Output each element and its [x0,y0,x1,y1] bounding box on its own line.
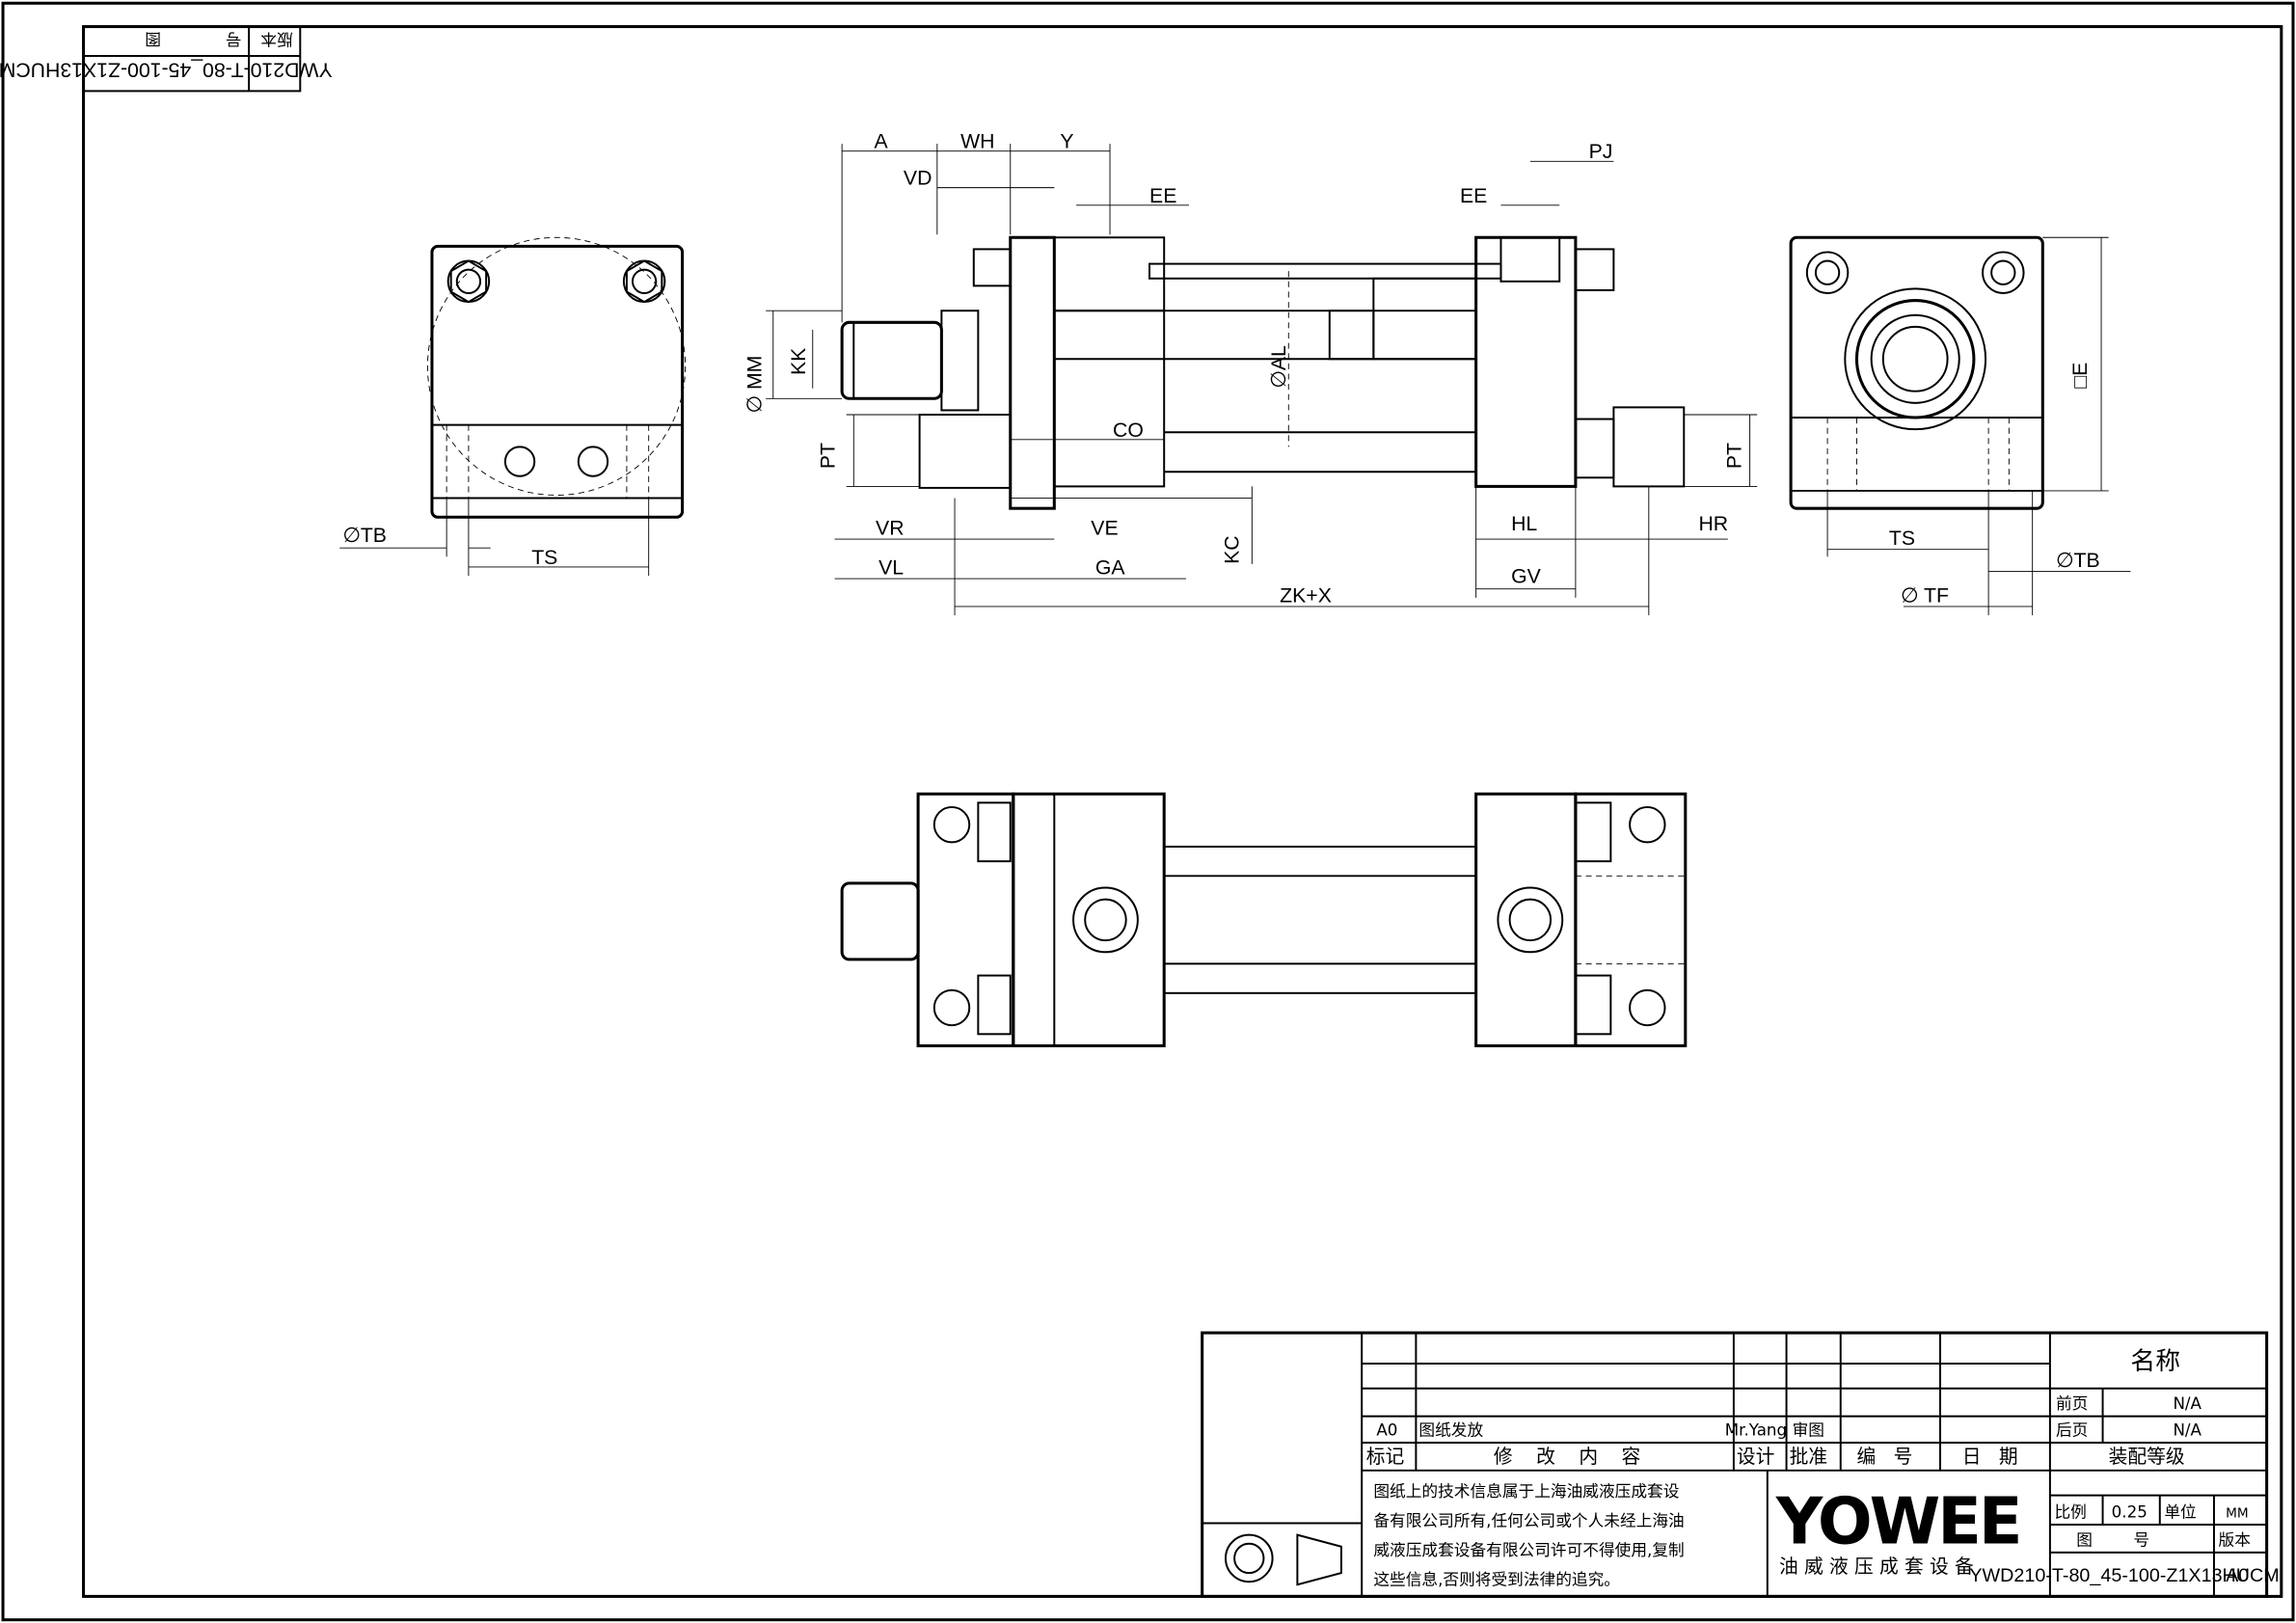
dim-ve: VE [1091,517,1118,540]
dim-hr: HR [1698,512,1728,535]
dim-y: Y [1060,130,1073,153]
left-end-view [339,236,687,577]
stamp-label-no: 号 [226,30,242,49]
stamp-label-fig: 图 [145,30,161,49]
revision-designer: Mr.Yang [1725,1420,1787,1439]
next-page-label: 后页 [2056,1420,2088,1439]
next-page-value: N/A [2173,1420,2201,1439]
right-end-view [1789,235,2131,616]
header-number: 编 号 [1856,1446,1918,1468]
dim-pt-left: PT [817,443,840,469]
side-section-view [766,144,1758,616]
dim-hl: HL [1511,512,1537,535]
company-name: 油 威 液 压 成 套 设 备 [1779,1555,1974,1578]
scale-value: 0.25 [2112,1501,2147,1521]
notice-line-1: 图纸上的技术信息属于上海油威液压成套设 [1373,1481,1679,1501]
dim-ts-right: TS [1889,527,1915,550]
projection-symbol-cone-icon [1296,1533,1342,1586]
stamp-label-ver: 版本 [260,30,293,49]
revision-review: 审图 [1793,1420,1824,1439]
prev-page-value: N/A [2173,1393,2201,1413]
prev-page-label: 前页 [2056,1393,2088,1413]
header-design: 设计 [1737,1446,1774,1468]
top-view [840,792,1688,1047]
dim-kk: KK [787,348,810,375]
unit-label: 单位 [2164,1501,2196,1521]
revision-mark: A0 [1376,1420,1397,1439]
dim-pj: PJ [1589,140,1613,163]
name-label: 名称 [2130,1347,2180,1376]
dim-zkx: ZK+X [1280,583,1332,607]
dim-mm: ∅ MM [743,356,767,414]
notice-line-4: 这些信息,否则将受到法律的追究。 [1373,1569,1620,1588]
header-content: 修 改 内 容 [1494,1446,1650,1468]
dim-vl: VL [878,556,904,580]
dim-vd: VD [904,167,932,190]
dim-pt-right: PT [1722,443,1745,469]
dim-tf: ∅ TF [1901,583,1949,607]
drawing-no-label: 图 号 [2076,1529,2149,1549]
dim-ga: GA [1095,556,1126,580]
unit-value: MM [2226,1505,2249,1521]
notice-line-3: 威液压成套设备有限公司许可不得使用,复制 [1373,1540,1684,1559]
header-date: 日 期 [1962,1446,2024,1468]
drawing-version: A0 [2226,1565,2249,1586]
dim-gv: GV [1511,565,1542,588]
dim-co: CO [1113,419,1144,442]
company-logo: YOWEE [1775,1484,2020,1559]
title-block [1201,1331,2269,1598]
header-mark: 标记 [1366,1446,1404,1468]
dim-e: □E [2068,363,2092,389]
dim-tb-right: ∅TB [2056,549,2100,572]
dim-ts-left: TS [531,546,557,569]
dim-al: ∅AL [1267,345,1290,389]
dim-ee-right: EE [1460,184,1487,207]
dim-kc: KC [1221,535,1244,564]
drawing-number: YWD210-T-80_45-100-Z1X13HUCM [1969,1565,2279,1586]
inverted-stamp: 号 图 版本 YWD210-T-80_45-100-Z1X13HUCM [0,25,333,93]
version-label: 版本 [2219,1529,2252,1549]
dim-ee-left: EE [1149,184,1176,207]
dim-a: A [875,130,889,153]
scale-label: 比例 [2054,1501,2086,1521]
notice-line-2: 备有限公司所有,任何公司或个人未经上海油 [1373,1511,1684,1530]
stamp-part-number: YWD210-T-80_45-100-Z1X13HUCM [0,59,333,82]
projection-symbol-circle-icon [1224,1533,1274,1583]
revision-content: 图纸发放 [1418,1420,1483,1439]
dim-wh: WH [960,130,994,153]
drawing-frame [82,25,2283,1598]
header-approve: 批准 [1790,1446,1827,1468]
assembly-grade-label: 装配等级 [2109,1446,2185,1468]
dim-vr: VR [876,517,905,540]
dim-tb-left: ∅TB [342,524,387,547]
